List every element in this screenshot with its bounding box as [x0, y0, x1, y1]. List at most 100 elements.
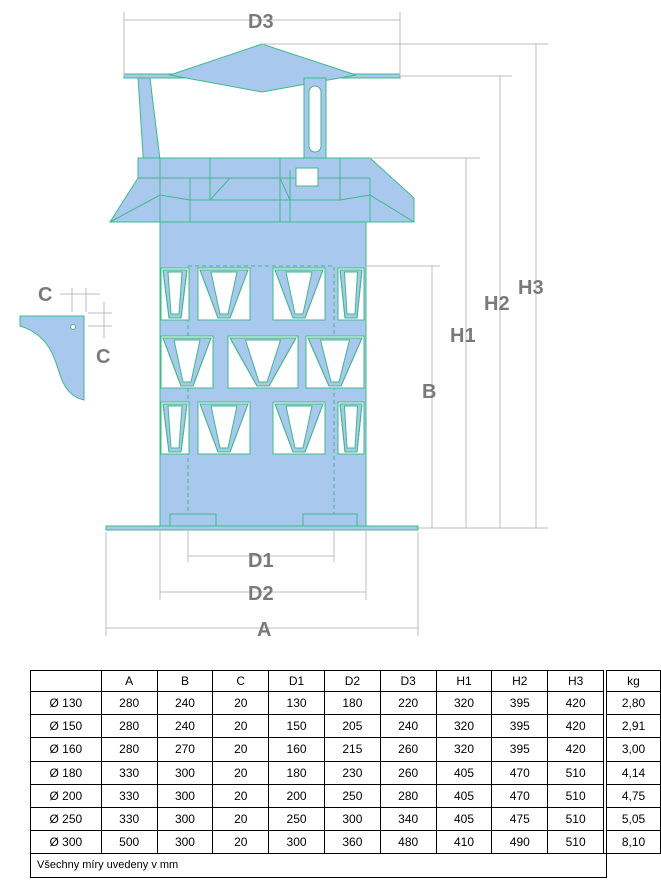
value-cell: 160 [268, 737, 325, 762]
value-cell: 320 [435, 714, 493, 739]
value-cell: 240 [156, 690, 214, 716]
value-cell: 470 [491, 760, 549, 785]
value-cell: 320 [435, 737, 493, 762]
value-cell: 395 [491, 737, 549, 762]
value-cell: 360 [323, 830, 381, 855]
dimension-lines [105, 12, 548, 636]
size-cell: Ø 130 [30, 690, 102, 716]
value-cell: 405 [435, 806, 493, 832]
header-cell: C [212, 670, 270, 692]
top-cap [123, 43, 401, 93]
size-cell: Ø 300 [30, 830, 102, 855]
label-b: B [422, 381, 436, 403]
value-cell: 270 [156, 737, 214, 762]
value-cell: 510 [547, 830, 605, 855]
value-cell: 20 [212, 806, 270, 832]
value-cell: 410 [435, 830, 493, 855]
value-cell: 5,05 [606, 806, 661, 832]
table-header-row: A B C D1 D2 D3 H1 H2 H3 kg [30, 670, 661, 692]
label-c-top: C [38, 284, 52, 306]
header-cell: H3 [547, 670, 605, 692]
hinge-arm-left [137, 77, 161, 171]
value-cell: 280 [100, 690, 158, 716]
value-cell: 475 [491, 806, 549, 832]
value-cell: 300 [156, 830, 214, 855]
value-cell: 4,14 [606, 760, 661, 785]
value-cell: 300 [268, 830, 325, 855]
value-cell: 420 [547, 737, 605, 762]
size-cell: Ø 200 [30, 783, 102, 808]
value-cell: 490 [491, 830, 549, 855]
value-cell: 20 [212, 760, 270, 785]
table-note: Všechny míry uvedeny v mm [29, 853, 608, 878]
value-cell: 8,10 [606, 830, 661, 855]
label-h1: H1 [450, 325, 476, 347]
value-cell: 320 [435, 690, 493, 716]
value-cell: 420 [547, 714, 605, 739]
value-cell: 300 [156, 760, 214, 785]
value-cell: 150 [268, 714, 325, 739]
value-cell: 330 [100, 760, 158, 785]
value-cell: 500 [100, 830, 158, 855]
value-cell: 280 [379, 783, 437, 808]
header-cell: A [100, 670, 158, 692]
size-cell: Ø 180 [30, 760, 102, 785]
label-a: A [257, 619, 271, 641]
value-cell: 180 [268, 760, 325, 785]
value-cell: 240 [156, 714, 214, 739]
value-cell: 20 [212, 830, 270, 855]
value-cell: 240 [379, 714, 437, 739]
value-cell: 130 [268, 690, 325, 716]
louvre-windows [160, 267, 365, 455]
value-cell: 280 [100, 737, 158, 762]
value-cell: 20 [212, 714, 270, 739]
roof-lid [109, 157, 415, 223]
value-cell: 230 [323, 760, 381, 785]
value-cell: 205 [323, 714, 381, 739]
label-d3: D3 [248, 11, 274, 33]
value-cell: 510 [547, 760, 605, 785]
label-d1: D1 [248, 550, 274, 572]
value-cell: 510 [547, 806, 605, 832]
label-h2: H2 [484, 293, 510, 315]
value-cell: 330 [100, 806, 158, 832]
header-cell: D2 [323, 670, 381, 692]
value-cell: 280 [100, 714, 158, 739]
label-d2: D2 [248, 583, 274, 605]
value-cell: 510 [547, 783, 605, 808]
header-cell: H2 [491, 670, 549, 692]
value-cell: 420 [547, 690, 605, 716]
value-cell: 250 [323, 783, 381, 808]
label-h3: H3 [518, 277, 544, 299]
value-cell: 4,75 [606, 783, 661, 808]
header-cell: kg [606, 670, 661, 692]
label-c-side: C [96, 346, 110, 368]
value-cell: 470 [491, 783, 549, 808]
value-cell: 20 [212, 783, 270, 808]
value-cell: 215 [323, 737, 381, 762]
header-cell: B [156, 670, 214, 692]
value-cell: 300 [156, 783, 214, 808]
value-cell: 260 [379, 760, 437, 785]
value-cell: 405 [435, 760, 493, 785]
value-cell: 300 [323, 806, 381, 832]
header-cell [30, 670, 102, 692]
value-cell: 395 [491, 690, 549, 716]
value-cell: 220 [379, 690, 437, 716]
header-cell: D3 [379, 670, 437, 692]
table-note-row: Všechny míry uvedeny v mm [29, 853, 661, 878]
value-cell: 2,91 [606, 714, 661, 739]
base-plate [105, 513, 419, 531]
value-cell: 300 [156, 806, 214, 832]
value-cell: 3,00 [606, 737, 661, 762]
value-cell: 480 [379, 830, 437, 855]
value-cell: 180 [323, 690, 381, 716]
